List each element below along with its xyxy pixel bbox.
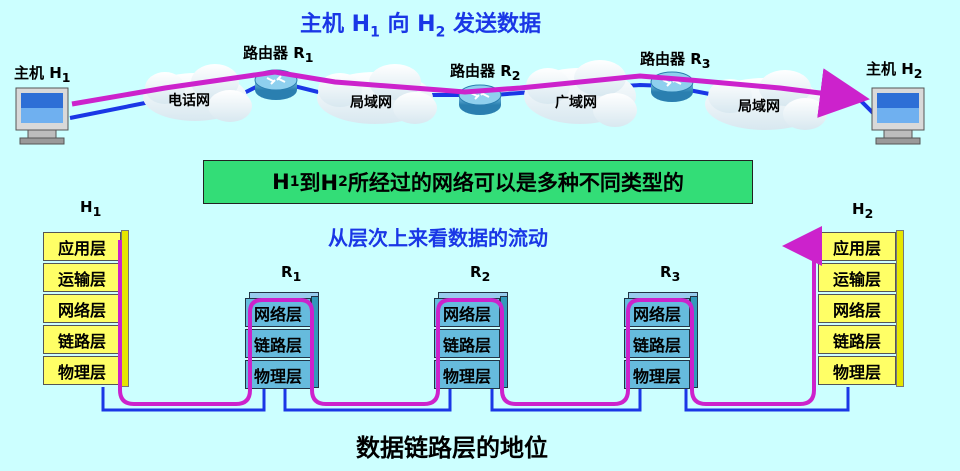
stack-h2: 应用层 运输层 网络层 链路层 物理层 bbox=[818, 230, 904, 387]
stack-r1-label: R1 bbox=[281, 263, 302, 284]
h1-link-layer: 链路层 bbox=[43, 325, 121, 354]
network-label-phone: 电话网 bbox=[168, 93, 210, 109]
host-h1-computer-icon bbox=[15, 87, 69, 145]
h1-stack-side bbox=[121, 230, 129, 387]
stack-h1-label: H1 bbox=[80, 198, 102, 219]
r3-network-layer: 网络层 bbox=[624, 298, 690, 327]
router-1-label: 路由器 R1 bbox=[243, 44, 314, 65]
r2-stack-side bbox=[500, 296, 508, 388]
host-h1-label: 主机 H1 bbox=[14, 64, 71, 85]
r1-physical-layer: 物理层 bbox=[245, 360, 311, 389]
physical-link-h1-r1 bbox=[101, 387, 266, 412]
h1-application-layer: 应用层 bbox=[43, 232, 121, 261]
layer-flow-subtitle: 从层次上来看数据的流动 bbox=[328, 226, 548, 250]
h2-application-layer: 应用层 bbox=[818, 232, 896, 261]
stack-r3-label: R3 bbox=[660, 263, 681, 284]
stack-r3: 网络层 链路层 物理层 bbox=[624, 292, 702, 389]
r3-link-layer: 链路层 bbox=[624, 329, 690, 358]
h1-transport-layer: 运输层 bbox=[43, 263, 121, 292]
r1-network-layer: 网络层 bbox=[245, 298, 311, 327]
h2-stack-side bbox=[896, 230, 904, 387]
data-flow-arrow-top bbox=[71, 68, 870, 118]
h1-physical-layer: 物理层 bbox=[43, 356, 121, 385]
physical-link-r2-r3 bbox=[490, 387, 642, 412]
r2-network-layer: 网络层 bbox=[434, 298, 500, 327]
physical-link-r3-h2 bbox=[684, 387, 850, 412]
r1-link-layer: 链路层 bbox=[245, 329, 311, 358]
network-label-wan: 广域网 bbox=[555, 95, 597, 111]
h2-physical-layer: 物理层 bbox=[818, 356, 896, 385]
r2-link-layer: 链路层 bbox=[434, 329, 500, 358]
router-3-label: 路由器 R3 bbox=[640, 50, 711, 71]
network-label-lan-2: 局域网 bbox=[738, 99, 780, 115]
router-2-label: 路由器 R2 bbox=[450, 62, 521, 83]
r3-physical-layer: 物理层 bbox=[624, 360, 690, 389]
h2-transport-layer: 运输层 bbox=[818, 263, 896, 292]
r1-stack-side bbox=[311, 296, 319, 388]
r3-stack-side bbox=[690, 296, 698, 388]
h2-link-layer: 链路层 bbox=[818, 325, 896, 354]
bottom-title: 数据链路层的地位 bbox=[356, 434, 548, 462]
stack-r1: 网络层 链路层 物理层 bbox=[245, 292, 323, 389]
host-h2-computer-icon bbox=[871, 87, 925, 145]
network-label-lan-1: 局域网 bbox=[350, 95, 392, 111]
physical-link-r1-r2 bbox=[283, 387, 452, 412]
stack-h1: 应用层 运输层 网络层 链路层 物理层 bbox=[43, 230, 129, 387]
h1-network-layer: 网络层 bbox=[43, 294, 121, 323]
stack-r2: 网络层 链路层 物理层 bbox=[434, 292, 512, 389]
stack-r2-label: R2 bbox=[470, 263, 491, 284]
host-h2-label: 主机 H2 bbox=[866, 60, 923, 81]
r2-physical-layer: 物理层 bbox=[434, 360, 500, 389]
page-title: 主机 H1 向 H2 发送数据 bbox=[300, 12, 541, 41]
cloud-wan bbox=[524, 60, 637, 127]
stack-h2-label: H2 bbox=[852, 200, 874, 221]
h2-network-layer: 网络层 bbox=[818, 294, 896, 323]
